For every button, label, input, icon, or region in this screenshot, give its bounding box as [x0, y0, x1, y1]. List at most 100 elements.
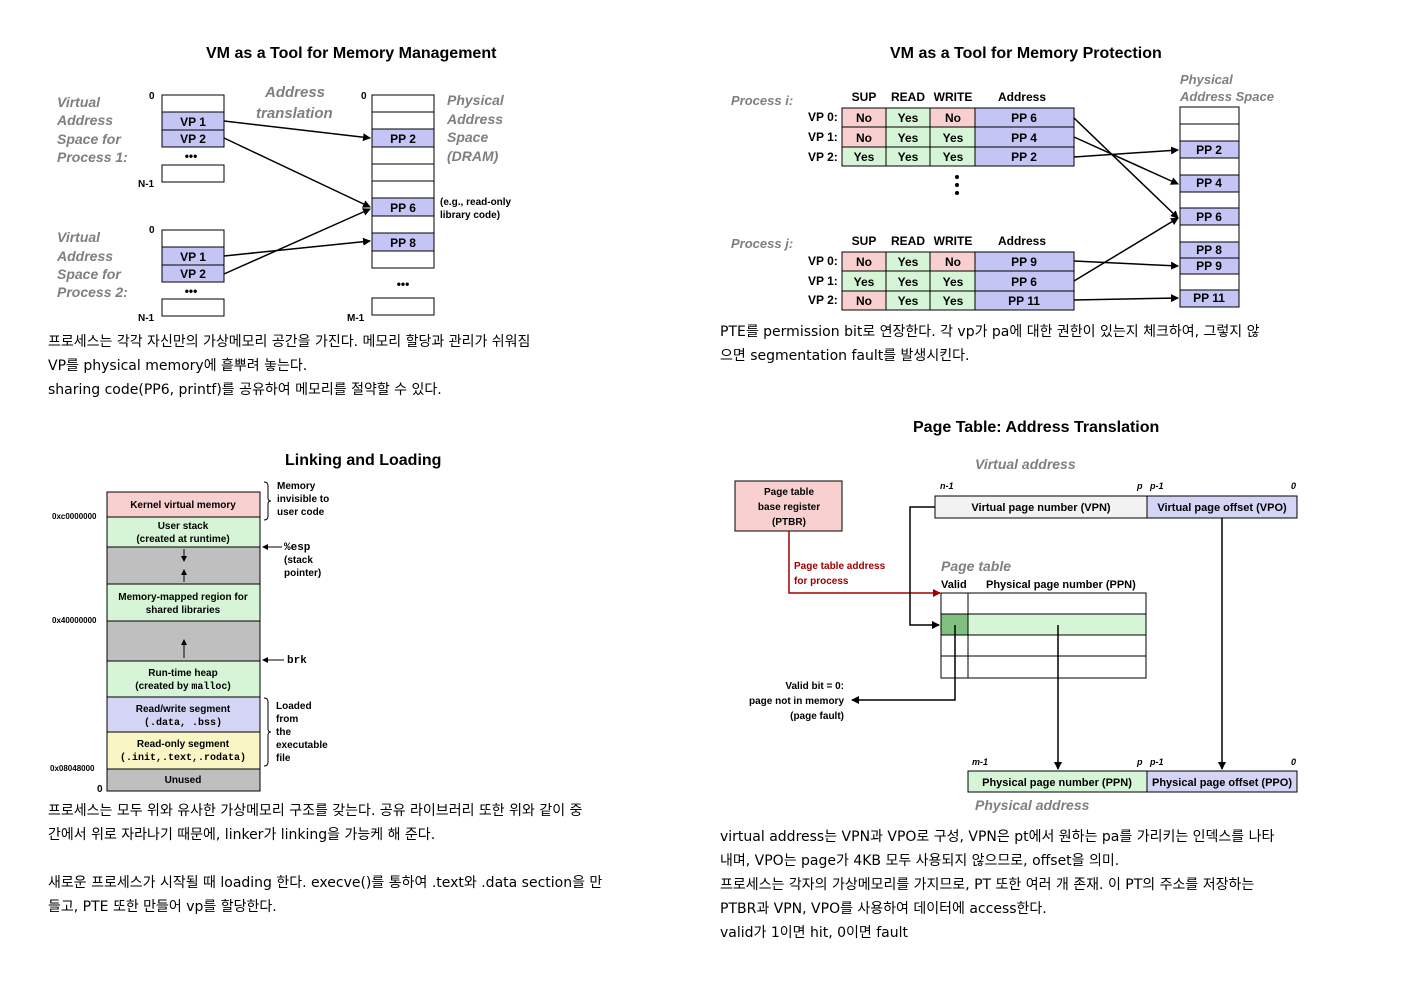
ptaddr-1: for process — [794, 576, 849, 587]
va-p1: p-1 — [1149, 481, 1164, 491]
loaded-0: Loaded — [276, 701, 312, 712]
phys-pp6: PP 6 — [1196, 210, 1222, 224]
j0-addr: PP 9 — [1011, 255, 1037, 269]
ptbr-0: Page table — [764, 487, 814, 498]
i0-sup: No — [856, 111, 872, 125]
seg-ro-0: Read-only segment — [137, 739, 230, 750]
memory-management-diagram: Virtual Address Space for Process 1: Vir… — [56, 84, 512, 324]
ll-text-line: 간에서 위로 자라나기 때문에, linker가 linking을 가능케 해 … — [48, 827, 436, 843]
p1-vp2: VP 2 — [180, 132, 206, 146]
pt-text: virtual address는 VPN과 VPO로 구성, VPN은 pt에서… — [720, 825, 1355, 945]
hdr-read-j: READ — [891, 234, 925, 248]
p1-n1: N-1 — [138, 179, 155, 190]
memnote-2: user code — [277, 507, 325, 518]
ppo-label: Physical page offset (PPO) — [1152, 777, 1292, 789]
loaded-2: the — [276, 727, 291, 738]
ptbr-1: base register — [758, 502, 820, 513]
seg-heap-0: Run-time heap — [148, 668, 217, 679]
memory-protection-diagram: Process i: Process j: Physical Address S… — [731, 72, 1274, 311]
p2-zero: 0 — [149, 225, 155, 236]
p2-vp1: VP 1 — [180, 250, 206, 264]
p1-vp1: VP 1 — [180, 115, 206, 129]
pa-p1: p-1 — [1149, 757, 1164, 767]
hdr-read-i: READ — [891, 90, 925, 104]
j2-addr: PP 11 — [1008, 294, 1040, 308]
addr-40000000: 0x40000000 — [52, 616, 97, 625]
seg-kernel: Kernel virtual memory — [130, 500, 236, 511]
vertical-ellipsis-icon — [955, 175, 959, 195]
esp-label: %esp — [284, 542, 311, 554]
addr-zero: 0 — [97, 784, 103, 795]
pa-line2: Space — [447, 129, 488, 145]
ptaddr-0: Page table address — [794, 561, 886, 572]
mm-title: VM as a Tool for Memory Management — [206, 45, 497, 62]
pa-zero: 0 — [361, 91, 367, 102]
addr-c0000000: 0xc0000000 — [52, 512, 97, 521]
pa-p: p — [1136, 757, 1143, 767]
pa-pp8: PP 8 — [390, 236, 416, 250]
j2-write: Yes — [943, 294, 964, 308]
i2-addr: PP 2 — [1011, 150, 1037, 164]
phys-pp9: PP 9 — [1196, 259, 1222, 273]
vb-2: (page fault) — [790, 711, 844, 722]
hdr-addr-j: Address — [998, 234, 1046, 248]
mp-text-line: PTE를 permission bit로 연장한다. 각 vp가 pa에 대한 … — [720, 324, 1260, 340]
i0-write: No — [945, 111, 961, 125]
pa-m1: m-1 — [972, 757, 988, 767]
addr-trans-0: Address — [264, 84, 325, 101]
note-line1: library code) — [440, 210, 500, 221]
p2-dots: ••• — [185, 284, 198, 298]
seg-mmap-0: Memory-mapped region for — [118, 592, 248, 603]
ll-text-line: 프로세스는 모두 위와 유사한 가상메모리 구조를 갖는다. 공유 라이브러리 … — [48, 803, 583, 819]
addr-08048000: 0x08048000 — [50, 764, 95, 773]
seg-unused: Unused — [165, 775, 202, 786]
i0-read: Yes — [898, 111, 919, 125]
i-vp1: VP 1: — [808, 130, 838, 144]
i2-read: Yes — [898, 150, 919, 164]
pt-text-line: PTBR과 VPN, VPO를 사용하여 데이터에 access한다. — [720, 901, 1047, 917]
p2-vp2: VP 2 — [180, 267, 206, 281]
i2-sup: Yes — [854, 150, 875, 164]
i1-write: Yes — [943, 131, 964, 145]
va-p: p — [1136, 481, 1143, 491]
va2-line3: Process 2: — [57, 284, 128, 300]
ptbr-2: (PTBR) — [772, 517, 806, 528]
pt-text-line: 프로세스는 각자의 가상메모리를 가지므로, PT 또한 여러 개 존재. 이 … — [720, 877, 1255, 893]
pa-pp2: PP 2 — [390, 132, 416, 146]
addr-trans-1: translation — [256, 105, 333, 122]
loaded-1: from — [276, 714, 298, 725]
va-label: Virtual address — [975, 456, 1076, 472]
pt-text-line: 내며, VPO는 page가 4KB 모두 사용되지 않으므로, offset을… — [720, 853, 1120, 869]
va1-line2: Space for — [57, 131, 122, 147]
proc-j-label: Process j: — [731, 236, 793, 251]
pt-text-line: valid가 1이면 hit, 0이면 fault — [720, 925, 909, 941]
i1-addr: PP 4 — [1011, 131, 1037, 145]
linking-loading-diagram: Kernel virtual memory User stack (create… — [50, 481, 329, 795]
va-zero: 0 — [1291, 481, 1296, 491]
phys-pp11: PP 11 — [1193, 291, 1225, 305]
hdr-sup-j: SUP — [852, 234, 877, 248]
pa-pp6: PP 6 — [390, 201, 416, 215]
va-n1: n-1 — [940, 481, 954, 491]
memnote-0: Memory — [277, 481, 316, 492]
hdr-write-i: WRITE — [934, 90, 973, 104]
valid-header: Valid — [941, 579, 967, 591]
memnote-1: invisible to — [277, 494, 329, 505]
i-vp2: VP 2: — [808, 150, 838, 164]
seg-heap-1: (created by malloc) — [135, 681, 231, 693]
va1-line0: Virtual — [57, 94, 101, 110]
j0-sup: No — [856, 255, 872, 269]
phys-label-0: Physical — [1180, 72, 1233, 87]
i1-read: Yes — [898, 131, 919, 145]
note-line0: (e.g., read-only — [440, 197, 512, 208]
page-table-diagram: Virtual address Page table base register… — [734, 456, 1298, 813]
p1-dots: ••• — [185, 149, 198, 163]
va2-line1: Address — [56, 248, 113, 264]
j-vp2: VP 2: — [808, 293, 838, 307]
pa-line1: Address — [446, 111, 503, 127]
pa-zero: 0 — [1291, 757, 1296, 767]
i-vp0: VP 0: — [808, 110, 838, 124]
loaded-4: file — [276, 753, 291, 764]
phys-pp2: PP 2 — [1196, 143, 1222, 157]
pt-label: Page table — [941, 558, 1011, 574]
